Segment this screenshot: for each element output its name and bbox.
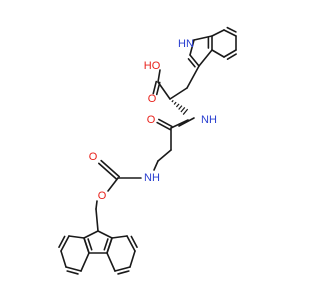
fluorene-right-bond (106, 237, 113, 254)
fluorene-right-bond-second (130, 235, 138, 249)
stereo-hash (175, 103, 180, 108)
linker-bond (157, 149, 172, 162)
indole-pyrrole-bond (198, 49, 213, 67)
fluorene-left-bond (83, 237, 90, 254)
amide-carbonyl-bond (158, 118, 173, 128)
indole-benzene-bond (223, 29, 237, 37)
stereo-hash (173, 101, 177, 105)
indole-pyrrole-bond-second (187, 58, 196, 68)
fluorene-bond (83, 230, 99, 239)
fluorene-left-bond (60, 235, 70, 252)
fluorene-left-bond-second (58, 235, 66, 249)
carbamate-o-bond (107, 177, 119, 192)
indole-n-bond (189, 39, 195, 56)
stereo-hash (180, 107, 186, 113)
fluorene-left-bond (60, 250, 67, 268)
indole-benzene-bond-second (226, 53, 237, 60)
stereo-hash (178, 105, 183, 110)
acid-bond (157, 81, 171, 100)
side-chain-bond (169, 87, 188, 100)
acid-carbonyl-bond-second (155, 81, 161, 96)
indole-benzene-bond-second (226, 26, 237, 33)
fluorene-right-bond-second (103, 238, 109, 251)
atom-label-acid-oh: HO (144, 60, 161, 72)
carbamate-carbonyl-bond-second (98, 162, 118, 181)
molecule-structure: HN HO O NH O NH O O (58, 26, 237, 275)
fmoc-ch2-bond (95, 200, 98, 210)
fluorene-left-bond (65, 266, 82, 272)
fluorene-left-bond (68, 235, 85, 239)
acid-carbonyl-bond (152, 80, 158, 95)
fluorene-right-bond (126, 235, 136, 252)
amide-carbonyl-bond-second (156, 121, 171, 131)
atom-labels: HN HO O NH O NH O O (89, 38, 217, 202)
atom-label-carbamate-o-ester: O (98, 190, 107, 202)
fluorene-right-bond (129, 250, 136, 268)
indole-benzene-bond (211, 49, 225, 58)
atom-label-carbamate-nh: NH (144, 172, 160, 184)
fluorene-right-bond (111, 235, 128, 239)
indole-pyrrole-bond (189, 54, 200, 67)
acid-oh-bond (157, 69, 161, 83)
atom-label-carbamate-o-carbonyl: O (89, 151, 98, 163)
carbamate-carbonyl-bond (100, 159, 120, 178)
amide-n-bond-link (170, 119, 189, 129)
atom-label-amide-o: O (147, 114, 156, 126)
atom-label-amide-nh: NH (201, 114, 217, 126)
fluorene-right-bond (114, 266, 131, 272)
side-chain-bond (186, 65, 200, 89)
fluorene-bond (97, 230, 113, 239)
stereo-hash (171, 99, 174, 103)
stereo-bonds (171, 99, 189, 115)
fluorene-right-bond (106, 252, 116, 272)
indole-benzene-bond (211, 29, 225, 37)
fluorene-left-bond-second (66, 270, 79, 275)
amide-n-bond (178, 117, 195, 127)
fluorene-left-bond (80, 252, 90, 272)
indole-n-bond (193, 35, 213, 41)
stereo-hash (182, 108, 189, 115)
fluorene-right-bond-second (117, 270, 130, 275)
atom-label-acid-o: O (148, 93, 157, 105)
indole-benzene-bond (223, 49, 237, 58)
bond-lines (58, 26, 237, 275)
fmoc-ch2-bond (95, 208, 99, 232)
linker-bond (153, 160, 159, 171)
atom-label-indole-nh: HN (178, 38, 194, 50)
fluorene-left-bond-second (87, 238, 93, 251)
